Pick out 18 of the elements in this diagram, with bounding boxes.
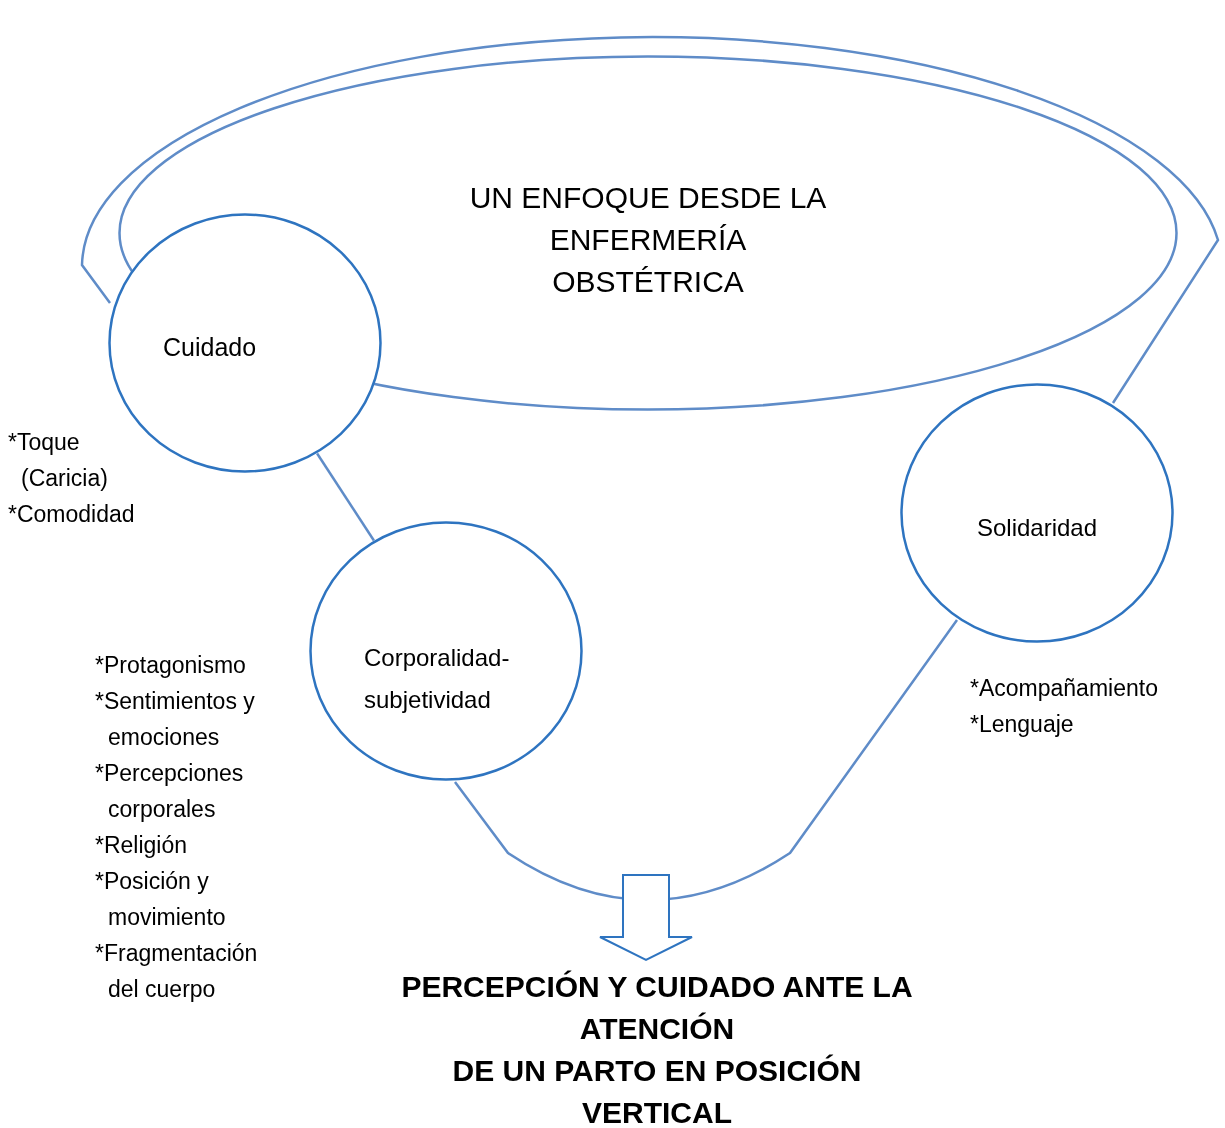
bullet-item: *Religión [95,831,189,860]
conclusion-text: PERCEPCIÓN Y CUIDADO ANTE LA ATENCIÓN [400,969,914,1047]
bullet-item: *Protagonismo [95,651,247,680]
circle-label: Corporalidad-subjetividad [364,643,511,715]
conclusion-text: DE UN PARTO EN POSICIÓN VERTICAL [451,1053,863,1128]
bullet-item: *Comodidad [8,500,136,529]
bullet-item: *Fragmentación del cuerpo [95,939,259,1004]
circle-label: Cuidado [163,332,258,362]
bullet-item: *Acompañamiento [970,674,1159,703]
bullet-item: *Lenguaje [970,710,1075,739]
bullet-item: *Percepciones corporales [95,759,245,824]
title-text: UN ENFOQUE DESDE LA ENFERMERÍA OBSTÉTRICA [468,180,828,300]
connector-line [316,452,375,542]
bullet-item: *Sentimientos y emociones [95,687,256,752]
block-arrow [599,874,693,962]
bullet-item: *Toque (Caricia) [8,428,109,493]
bullet-item: *Posición y movimiento [95,867,227,932]
circle-label: Solidaridad [975,513,1099,543]
